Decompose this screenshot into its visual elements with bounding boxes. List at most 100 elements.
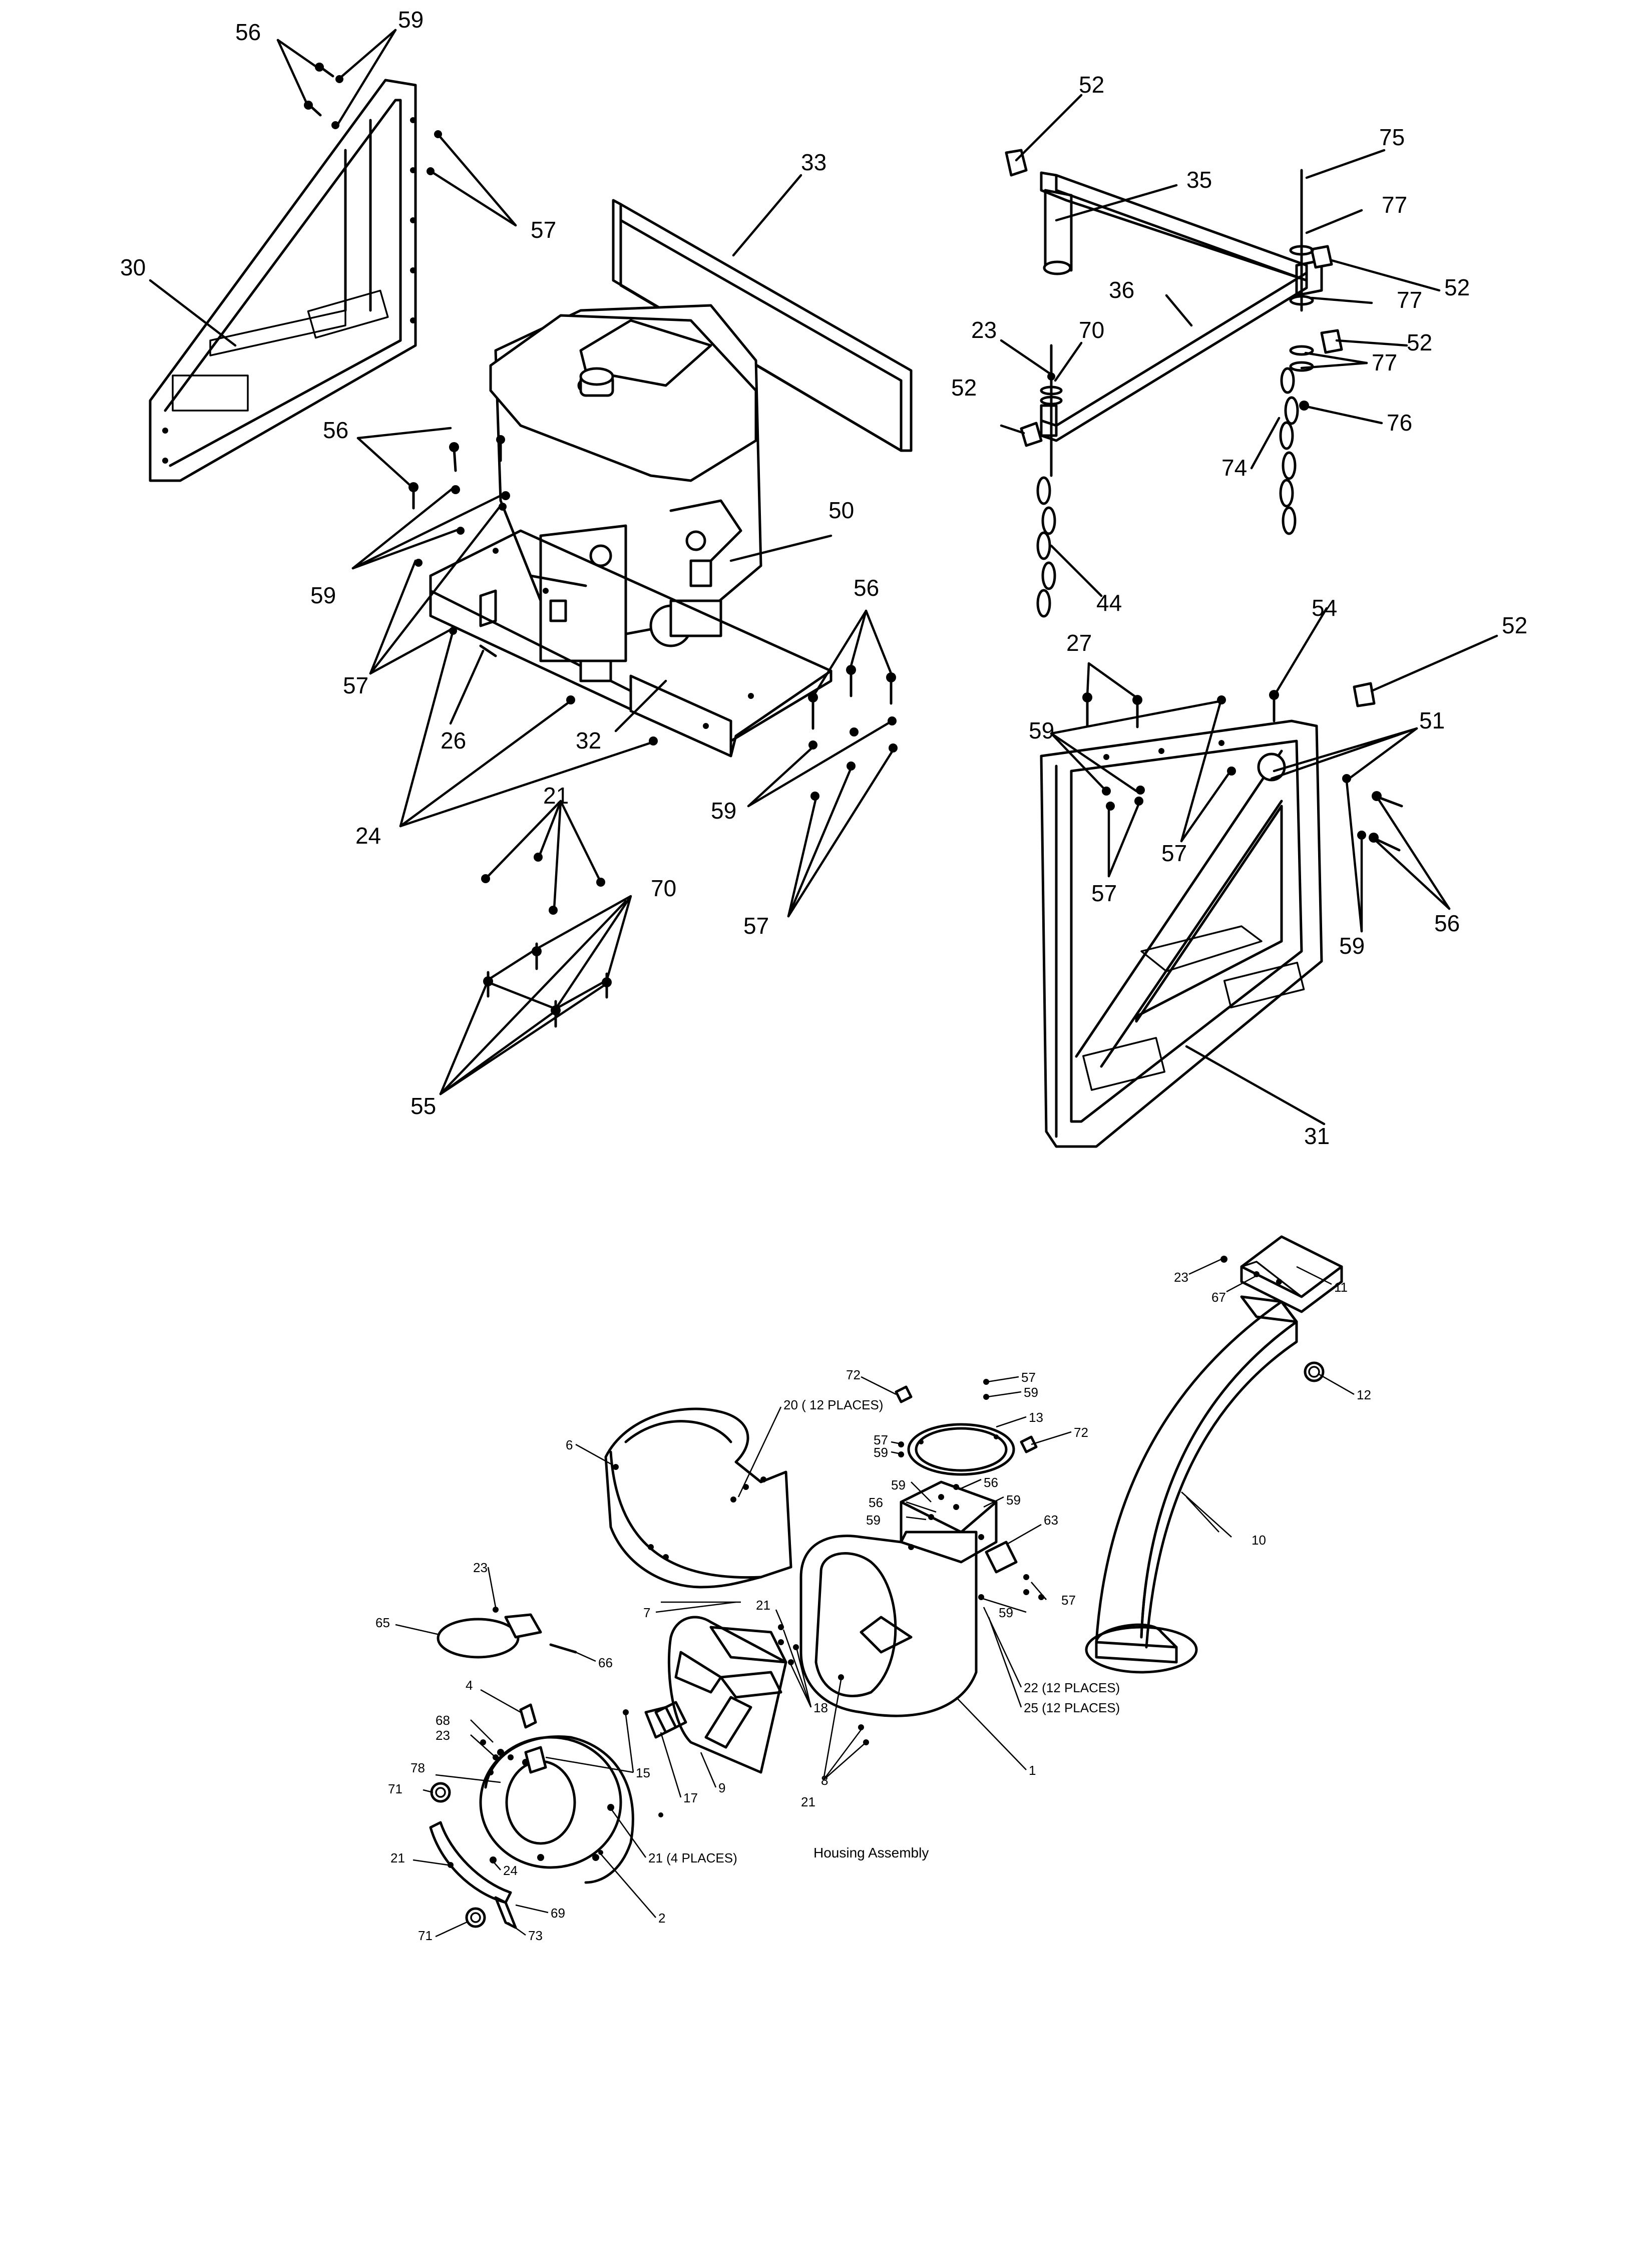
callout-59: 59	[310, 582, 336, 608]
callout-35: 35	[1186, 167, 1212, 193]
upper-callout-labels: 56 59 57 30 33 52 35 75 77 52 36 77 52 2…	[120, 7, 1527, 1149]
callout-59: 59	[711, 798, 736, 824]
callout-59: 59	[866, 1513, 881, 1528]
callout-21-4-places: 21 (4 PLACES)	[648, 1850, 737, 1865]
hardware-lower	[448, 1379, 989, 1868]
callout-70: 70	[1079, 317, 1104, 343]
part-31-side-frame	[1040, 719, 1323, 1148]
part-10-chute	[1085, 1295, 1298, 1674]
callout-56: 56	[869, 1495, 883, 1510]
part-72-knobs	[895, 1385, 1038, 1453]
callout-71: 71	[388, 1781, 402, 1796]
callout-69: 69	[551, 1906, 565, 1921]
callout-59: 59	[1006, 1492, 1021, 1508]
hardware-right-frame	[1082, 690, 1403, 852]
callout-57: 57	[343, 672, 368, 698]
callout-23: 23	[971, 317, 997, 343]
callout-12: 12	[1357, 1387, 1371, 1402]
callout-1: 1	[1029, 1763, 1036, 1778]
callout-30: 30	[120, 254, 146, 280]
callout-52: 52	[1407, 329, 1432, 355]
part-1-blower-housing	[799, 1480, 1044, 1717]
part-35-36-hitch-bar	[1040, 171, 1323, 442]
callout-59: 59	[999, 1605, 1013, 1620]
callout-59: 59	[1029, 717, 1054, 743]
hardware-21-55-70	[481, 853, 612, 1028]
callout-65: 65	[375, 1615, 390, 1630]
callout-25: 25 (12 PLACES)	[1024, 1700, 1120, 1715]
callout-9: 9	[718, 1780, 725, 1795]
callout-77: 77	[1382, 192, 1407, 218]
callout-74: 74	[1221, 455, 1247, 481]
callout-66: 66	[598, 1655, 613, 1670]
callout-2: 2	[658, 1911, 665, 1926]
callout-50: 50	[829, 497, 854, 523]
callout-33: 33	[801, 149, 827, 175]
callout-76: 76	[1387, 410, 1412, 436]
callout-24: 24	[355, 823, 381, 849]
callout-56: 56	[1434, 910, 1460, 936]
callout-57: 57	[743, 913, 769, 939]
part-33-bar	[612, 199, 913, 452]
callout-57: 57	[1161, 840, 1187, 866]
callout-11: 11	[1334, 1280, 1348, 1295]
part-71-nuts	[430, 1782, 486, 1928]
part-12-knob	[1304, 1361, 1325, 1382]
callout-13: 13	[1029, 1410, 1043, 1425]
lower-leader-lines	[395, 1258, 1355, 1938]
callout-57: 57	[1091, 880, 1117, 906]
callout-23: 23	[473, 1560, 488, 1575]
part-74-chain	[1279, 169, 1314, 535]
part-9-hub	[644, 1701, 687, 1739]
callout-27: 27	[1066, 630, 1092, 656]
callout-56: 56	[323, 417, 348, 443]
callout-24: 24	[503, 1863, 518, 1878]
callout-59: 59	[891, 1477, 906, 1492]
callout-59: 59	[874, 1445, 888, 1460]
callout-18: 18	[813, 1700, 828, 1715]
part-15-flap	[524, 1746, 547, 1774]
callout-21: 21	[390, 1850, 405, 1865]
part-13-ring	[907, 1423, 1015, 1476]
bolts-56-top-left	[304, 63, 442, 175]
callout-22: 22 (12 PLACES)	[1024, 1680, 1120, 1695]
hardware-upper-middle	[808, 665, 898, 801]
callout-57: 57	[874, 1432, 888, 1447]
part-52-clips	[1005, 149, 1376, 707]
callout-68: 68	[436, 1713, 450, 1728]
callout-78: 78	[410, 1760, 425, 1775]
part-44-chain	[1036, 344, 1063, 618]
callout-52: 52	[1444, 274, 1470, 300]
part-6-7-band	[604, 1407, 792, 1589]
callout-21: 21	[756, 1598, 770, 1613]
callout-31: 31	[1304, 1123, 1330, 1149]
callout-21: 21	[543, 783, 569, 809]
callout-36: 36	[1109, 277, 1134, 303]
callout-71: 71	[418, 1928, 433, 1943]
callout-59: 59	[1024, 1385, 1038, 1400]
callout-8: 8	[821, 1773, 828, 1788]
callout-52: 52	[1079, 72, 1104, 98]
callout-4: 4	[466, 1678, 473, 1693]
callout-52: 52	[1502, 612, 1527, 638]
part-69-73-clip	[494, 1896, 517, 1929]
part-32-base-plate	[429, 529, 833, 758]
callout-73: 73	[528, 1928, 543, 1943]
callout-57: 57	[1061, 1593, 1076, 1608]
callout-54: 54	[1312, 595, 1337, 621]
callout-75: 75	[1379, 124, 1405, 150]
part-8-impeller	[667, 1616, 787, 1774]
callout-59: 59	[398, 7, 424, 33]
callout-20: 20 ( 12 PLACES)	[783, 1397, 883, 1412]
callout-56: 56	[984, 1475, 998, 1490]
callout-72: 72	[1074, 1425, 1088, 1440]
callout-32: 32	[576, 727, 601, 754]
part-4-bracket	[519, 1703, 537, 1729]
callout-23: 23	[1174, 1270, 1188, 1285]
part-30-side-frame	[149, 79, 417, 482]
callout-51: 51	[1419, 707, 1445, 733]
callout-26: 26	[441, 727, 466, 754]
callout-15: 15	[636, 1765, 650, 1780]
callout-6: 6	[566, 1437, 573, 1452]
